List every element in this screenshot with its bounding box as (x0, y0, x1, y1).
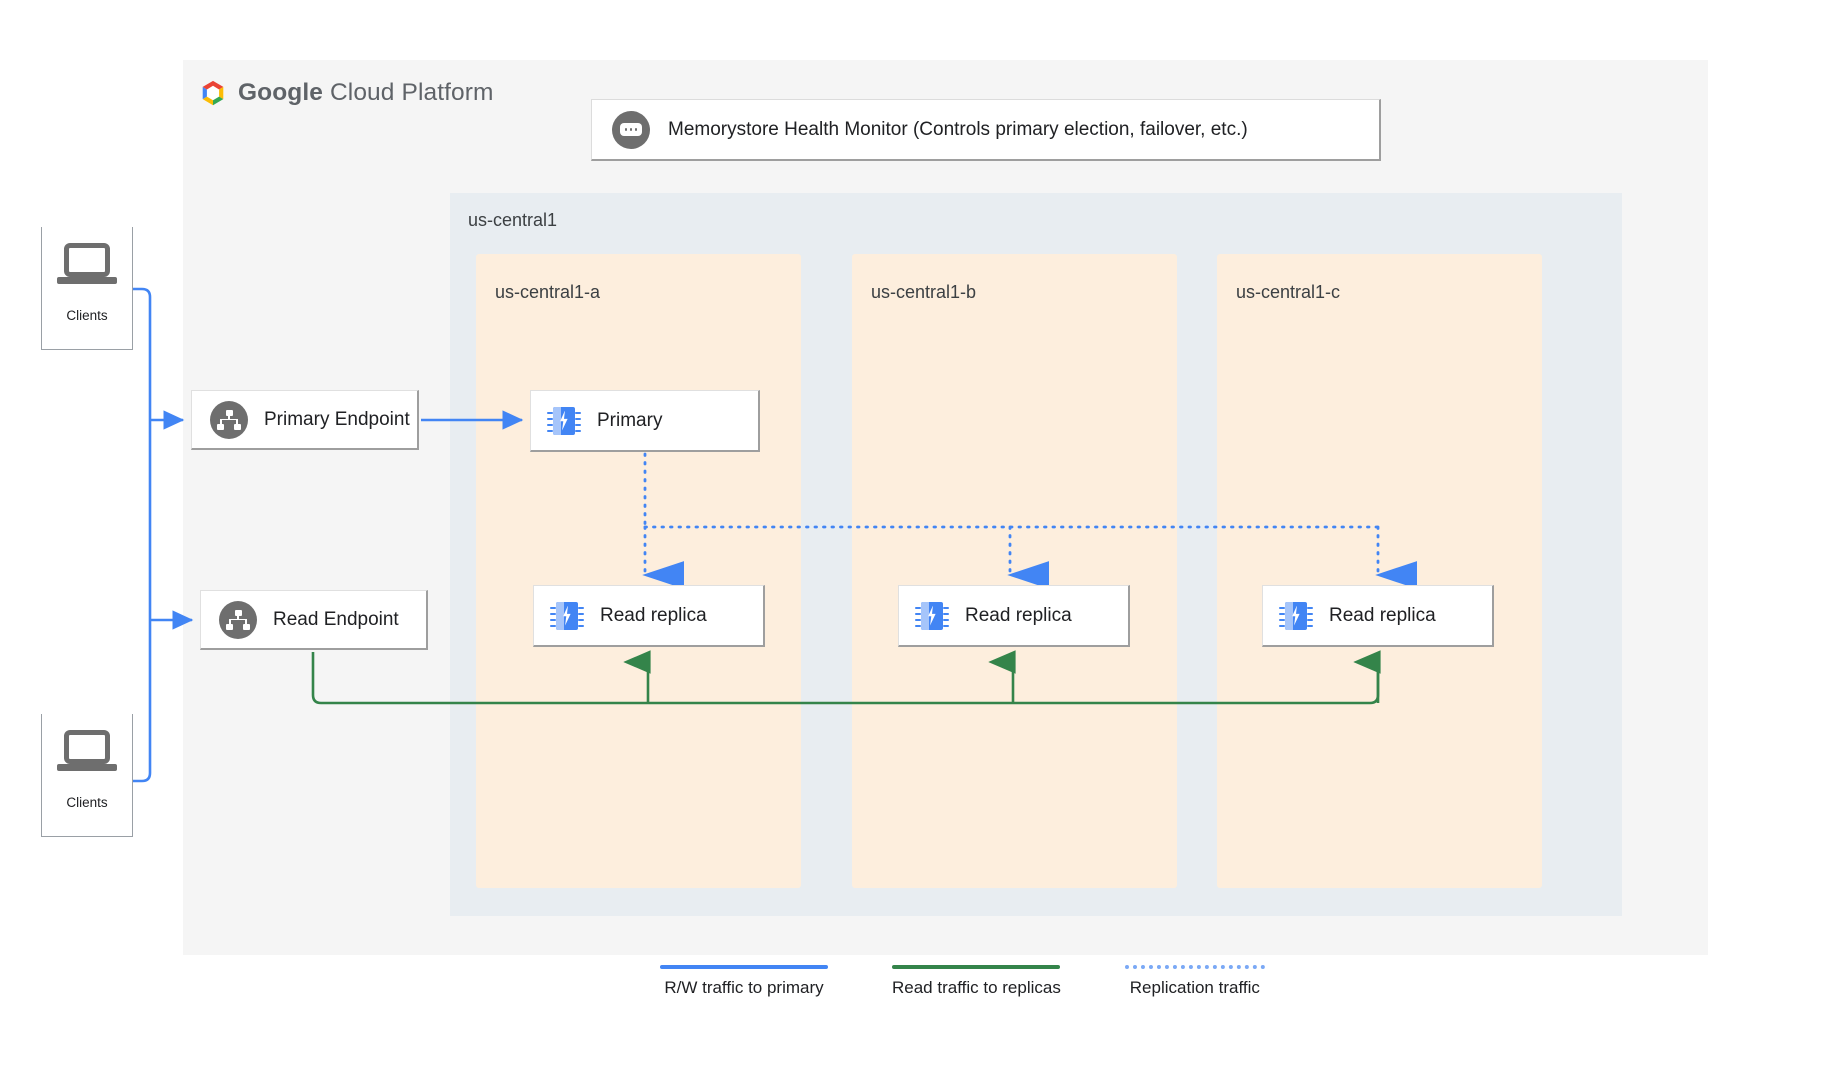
zone-label: us-central1-a (495, 282, 601, 302)
google-cloud-platform-logo: Google Cloud Platform (198, 72, 618, 114)
memorystore-chip-icon (1279, 599, 1313, 633)
primary-instance-node[interactable]: Primary (530, 390, 760, 452)
read-replica-label: Read replica (1329, 604, 1436, 626)
legend-label: R/W traffic to primary (664, 978, 824, 997)
read-endpoint-label: Read Endpoint (273, 608, 399, 630)
read-replica-node-a[interactable]: Read replica (533, 585, 765, 647)
clients-box-top: Clients (41, 227, 133, 350)
primary-instance-label: Primary (597, 409, 663, 431)
read-replica-node-c[interactable]: Read replica (1262, 585, 1494, 647)
google-cloud-hexagon-icon (202, 80, 224, 106)
zone-label: us-central1-c (1236, 282, 1341, 302)
legend-item-read-traffic: Read traffic to replicas (892, 965, 1061, 998)
zone-us-central1-a: us-central1-a (476, 254, 801, 888)
clients-box-bottom: Clients (41, 714, 133, 837)
read-endpoint-node[interactable]: Read Endpoint (200, 590, 428, 650)
hierarchy-icon (219, 600, 257, 639)
zone-label: us-central1-b (871, 282, 977, 302)
zone-us-central1-c: us-central1-c (1217, 254, 1542, 888)
health-monitor-card: Memorystore Health Monitor (Controls pri… (591, 99, 1381, 161)
client-trunk-wire (133, 287, 152, 783)
legend: R/W traffic to primary Read traffic to r… (660, 965, 1320, 1025)
region-label: us-central1 (468, 210, 558, 230)
memorystore-chip-icon (547, 404, 581, 438)
legend-label: Read traffic to replicas (892, 978, 1061, 997)
legend-swatch-blue (660, 965, 828, 969)
read-replica-label: Read replica (965, 604, 1072, 626)
legend-swatch-dotted (1124, 965, 1265, 969)
primary-endpoint-node[interactable]: Primary Endpoint (191, 390, 419, 450)
memorystore-chip-icon (915, 599, 949, 633)
clients-label: Clients (66, 795, 108, 810)
logo-text-platform: Platform (401, 79, 494, 106)
ellipsis-badge-icon (612, 110, 650, 149)
health-monitor-label: Memorystore Health Monitor (Controls pri… (668, 118, 1248, 140)
logo-text-cloud: Cloud (330, 79, 395, 106)
clients-label: Clients (66, 308, 108, 323)
hierarchy-icon (210, 400, 248, 439)
legend-item-rw-traffic: R/W traffic to primary (660, 965, 828, 998)
legend-item-replication-traffic: Replication traffic (1124, 965, 1265, 998)
read-replica-label: Read replica (600, 604, 707, 626)
memorystore-chip-icon (550, 599, 584, 633)
legend-label: Replication traffic (1129, 978, 1260, 997)
read-replica-node-b[interactable]: Read replica (898, 585, 1130, 647)
logo-text-google: Google (238, 79, 323, 106)
zone-us-central1-b: us-central1-b (852, 254, 1177, 888)
legend-swatch-green (892, 965, 1061, 969)
laptop-icon (57, 243, 117, 285)
laptop-icon (57, 730, 117, 772)
primary-endpoint-label: Primary Endpoint (264, 408, 410, 430)
